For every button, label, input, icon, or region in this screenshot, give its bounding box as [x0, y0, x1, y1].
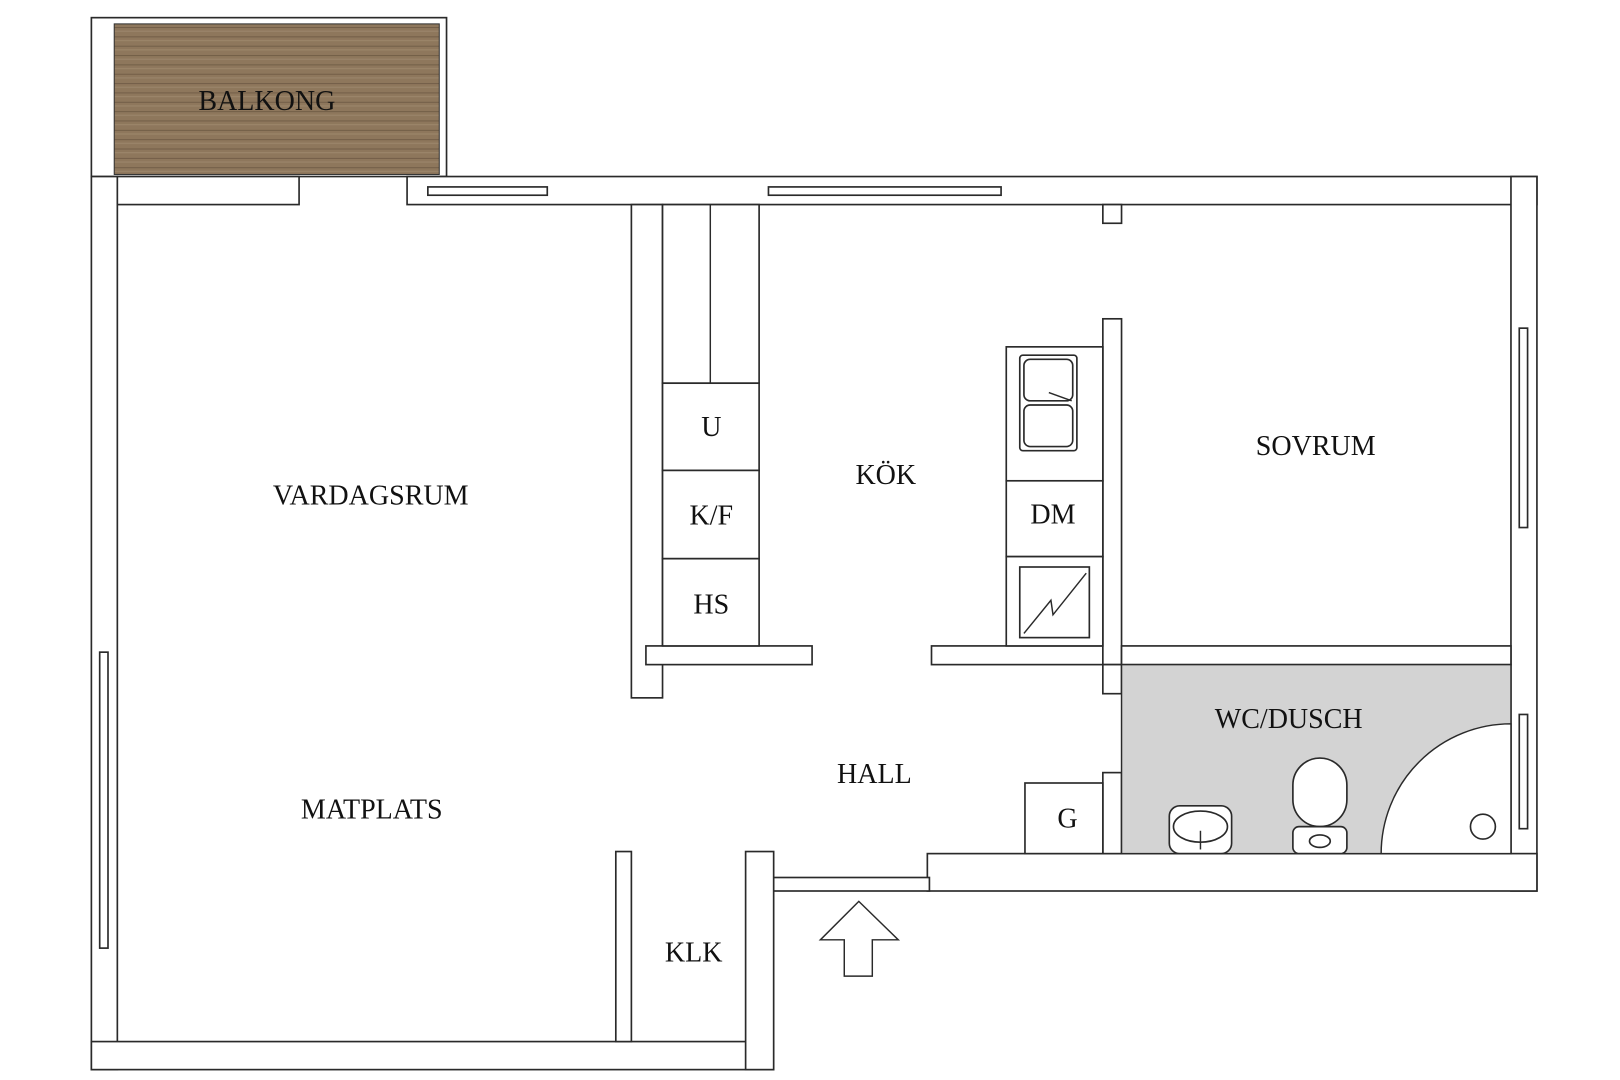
- room-sovrum: SOVRUM: [1256, 431, 1376, 462]
- fixture-g: G: [1057, 804, 1077, 835]
- room-matplats: MATPLATS: [301, 794, 443, 825]
- stove-icon: [1018, 566, 1091, 639]
- walls: [90, 175, 1538, 1071]
- sink-icon: [1018, 354, 1078, 452]
- fixture-kf: K/F: [690, 500, 734, 531]
- kitchen-counter: DM: [1005, 346, 1104, 647]
- fixture-hs: HS: [693, 590, 729, 621]
- wc-room: [1120, 663, 1512, 855]
- balcony: [90, 16, 448, 178]
- room-kok: KÖK: [855, 460, 916, 491]
- fixture-u: U: [701, 412, 721, 443]
- room-hall: HALL: [837, 759, 912, 790]
- washbasin-icon: [1168, 805, 1233, 855]
- kitchen-cabinets: U K/F HS: [661, 203, 760, 647]
- room-wc-dusch: WC/DUSCH: [1215, 704, 1363, 735]
- drain-icon: [1469, 813, 1497, 840]
- room-balkong: BALKONG: [198, 86, 335, 117]
- windows: [98, 186, 1529, 949]
- entrance-arrow-icon: [818, 900, 901, 977]
- balcony-deck: [113, 23, 440, 175]
- fixture-dm: DM: [1030, 499, 1075, 530]
- room-klk: KLK: [665, 938, 723, 969]
- room-vardagsrum: VARDAGSRUM: [273, 481, 469, 512]
- toilet-icon: [1292, 757, 1348, 855]
